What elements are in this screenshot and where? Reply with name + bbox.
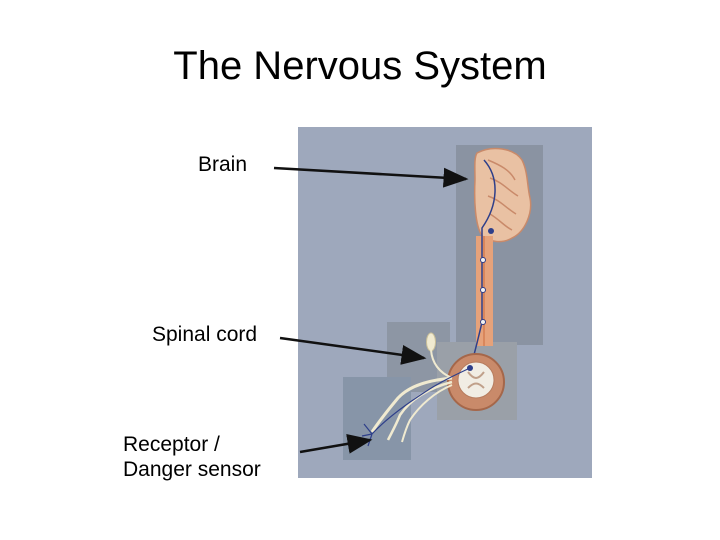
- sensory-neuron: [371, 367, 471, 435]
- nerve-fiber: [401, 384, 453, 443]
- synapse-node: [480, 287, 486, 293]
- neuron-pathway: [469, 159, 496, 371]
- spinal-cord-arrow: [279, 336, 427, 365]
- synapse-node: [480, 319, 486, 325]
- receptor-label: Receptor / Danger sensor: [123, 432, 293, 482]
- diagram-panel: [298, 127, 592, 478]
- neuron-cell-body: [488, 228, 494, 234]
- nerve-fiber: [370, 376, 453, 433]
- receptor-arrow: [299, 433, 373, 454]
- spinal-cord-label: Spinal cord: [152, 323, 258, 346]
- spinal-cross-section-inner: [457, 361, 495, 399]
- brain-label: Brain: [198, 153, 248, 176]
- grey-matter: [467, 371, 485, 389]
- receptor-inset-panel: [343, 377, 411, 460]
- brain-arrow: [273, 166, 469, 188]
- brain-folds: [487, 159, 519, 231]
- receptor-label-line2: Danger sensor: [123, 458, 261, 481]
- nerve-fiber: [430, 349, 453, 379]
- nerve-fiber: [386, 380, 453, 441]
- receptor-label-line1: Receptor /: [123, 433, 220, 456]
- slide-title: The Nervous System: [173, 44, 547, 88]
- synapse-node: [480, 257, 486, 263]
- ganglion-shape: [426, 332, 436, 352]
